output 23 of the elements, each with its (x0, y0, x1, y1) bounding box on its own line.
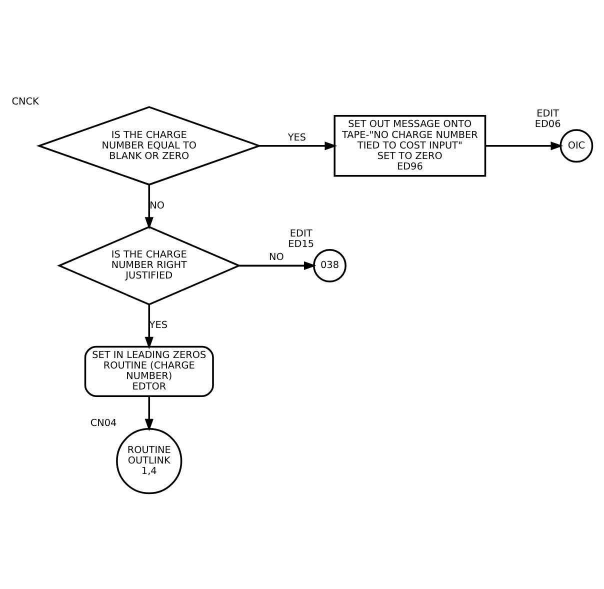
node-circle: OIC (560, 128, 594, 162)
arrow (144, 304, 154, 349)
arrow (144, 396, 154, 431)
arrow (485, 141, 564, 150)
node-diamond: IS THE CHARGE NUMBER EQUAL TO BLANK OR ZERO (36, 106, 262, 186)
node-circle: ROUTINE OUTLINK 1,4 (116, 428, 182, 494)
node-label: ED15 (288, 238, 314, 250)
arrow (144, 184, 154, 230)
node-label: CN04 (90, 417, 117, 428)
edge-label: YES (288, 132, 306, 143)
node-label: ED06 (534, 118, 561, 130)
node-label: CNCK (12, 96, 39, 107)
node-diamond: IS THE CHARGE NUMBER RIGHT JUSTIFIED (57, 225, 242, 305)
edge-label: YES (149, 320, 168, 331)
arrow (259, 141, 338, 150)
node-box: SET OUT MESSAGE ONTO TAPE-"NO CHARGE NUMBER TIED TO COST INPUT" SET TO ZERO ED96 (334, 114, 486, 176)
edge-label: NO (150, 200, 165, 211)
node-box: SET IN LEADING ZEROS ROUTINE (CHARGE NUMBER) EDTOR (84, 345, 214, 396)
arrow (239, 260, 316, 270)
edge-label: NO (269, 252, 284, 263)
node-label: EDIT (290, 228, 312, 239)
node-circle: 038 (313, 248, 346, 282)
node-label: EDIT (536, 108, 559, 120)
